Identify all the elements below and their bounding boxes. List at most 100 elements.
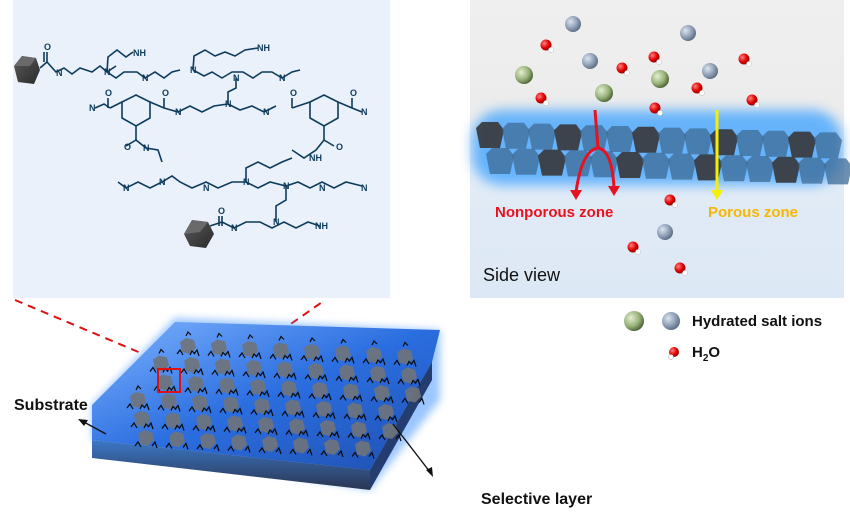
water-molecule (627, 241, 641, 255)
nanoparticle-cube (250, 390, 274, 417)
nanoparticle-cube (134, 422, 158, 449)
porous-arrow (711, 110, 723, 200)
particles (515, 16, 760, 276)
chemical-structure-panel (13, 0, 390, 298)
membrane-cube (606, 126, 634, 152)
membrane-cubes (476, 122, 850, 185)
oxygen-atom-label: O (336, 142, 343, 152)
oxygen-atom-label: O (290, 88, 297, 98)
nanoparticle-cube (165, 424, 189, 450)
water-molecule (746, 94, 760, 108)
selective-layer-pointer-arrow (392, 423, 433, 477)
membrane-cube (746, 156, 774, 182)
atom-label: NH (315, 221, 328, 231)
nanoparticle-cube (192, 406, 216, 433)
nanoparticle-cube (331, 338, 355, 364)
water-sub: 2 (702, 353, 709, 364)
atom-label: N (203, 183, 210, 193)
nanoparticle-cube (269, 335, 293, 361)
nanoparticle-cube (393, 341, 417, 367)
membrane-cube (512, 148, 540, 175)
nanoparticle-cube (281, 392, 305, 418)
nanoparticle-cube (316, 412, 340, 439)
nanoparticle-cube (254, 409, 278, 436)
nanoparticle-cube (176, 330, 200, 357)
nanoparticle-cube (343, 395, 367, 421)
atom-label: NH (133, 48, 146, 58)
water-legend-icon (668, 347, 679, 360)
anion-ion (702, 63, 718, 79)
membrane-cube (476, 122, 504, 148)
legend-ions-label: Hydrated salt ions (692, 313, 823, 330)
water-molecule (691, 82, 705, 96)
membrane-cube (720, 155, 748, 182)
atom-label: N (123, 183, 130, 193)
nanoparticle-cube (374, 396, 398, 423)
atom-label: NH (309, 153, 322, 163)
atom-label: N (233, 73, 240, 83)
selective-layer-label: Selective layer (481, 491, 593, 508)
membrane-cube (798, 157, 826, 184)
oxygen-atom-label: O (162, 88, 169, 98)
atom-label: N (225, 99, 232, 109)
nonporous-zone-label: Nonporous zone (495, 204, 614, 221)
water-o: O (708, 344, 721, 361)
atom-label: N (89, 103, 96, 113)
atom-label: N (56, 68, 63, 78)
nanoparticle-cube (362, 339, 386, 366)
nanoparticle-cube (207, 332, 231, 358)
nanoparticle-cube (180, 349, 204, 376)
legend-water-label: H2O (692, 344, 720, 364)
atom-label: N (361, 107, 368, 117)
nanoparticle-cube (211, 351, 235, 377)
atom-label: N (361, 183, 368, 193)
membrane-cube (538, 149, 566, 176)
nanoparticle-cube (130, 403, 154, 430)
atom-label: N (159, 177, 166, 187)
slab-front (92, 440, 370, 490)
nanoparticle-cube (351, 433, 375, 459)
membrane-cube (762, 130, 790, 157)
substrate-label: Substrate (14, 397, 88, 414)
atom-label: N (243, 177, 250, 187)
water-molecule (664, 194, 678, 208)
anion-legend-icon (662, 312, 680, 330)
membrane-cube (616, 152, 644, 178)
water-molecule (535, 92, 549, 106)
anion-ion (680, 25, 696, 41)
nanoparticle-cube (312, 393, 336, 420)
nanoparticle-cube (289, 430, 313, 456)
nanoparticle-cube (126, 384, 150, 411)
porous-zone-label: Porous zone (708, 204, 799, 221)
atom-label: N (279, 73, 286, 83)
atom-label: N (283, 181, 290, 191)
membrane-cube (814, 132, 842, 159)
cube-nanoparticle-2 (184, 220, 214, 248)
cation-ion (515, 66, 533, 84)
side-view-caption: Side view (483, 265, 561, 285)
nanoparticle-cube (215, 370, 239, 396)
nanoparticle-cube (227, 427, 251, 453)
nanoparticle-cube (161, 405, 185, 431)
oxygen-atom-label: O (350, 88, 357, 98)
water-h: H (692, 344, 703, 361)
membrane-cube (632, 126, 660, 153)
nanoparticle-cube (196, 425, 220, 452)
water-molecule (648, 51, 662, 65)
zoom-box (157, 368, 181, 393)
nanoparticle-cube (223, 408, 247, 434)
atom-label: N (104, 67, 111, 77)
membrane-cube (642, 152, 670, 179)
oxygen-atom-label: O (105, 88, 112, 98)
membrane-cube (684, 128, 712, 155)
nanoparticle-cube (277, 373, 301, 399)
atom-label: N (273, 217, 280, 227)
nanoparticle-cube (219, 389, 243, 415)
nanoparticle-cube (188, 387, 212, 414)
nanoparticle-cube (335, 357, 359, 383)
substrate-pointer-arrow (78, 419, 107, 435)
bond-lines (39, 47, 363, 229)
